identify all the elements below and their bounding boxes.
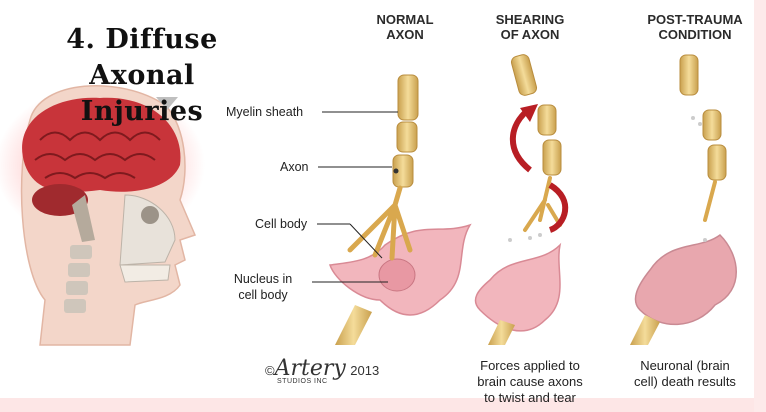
bottom-border — [0, 398, 766, 412]
heading-line2: OF AXON — [500, 27, 560, 42]
caption-shearing: Forces applied to brain cause axons to t… — [460, 358, 600, 406]
heading-line1: NORMAL — [376, 12, 434, 27]
title-line2: Injuries — [80, 96, 204, 127]
leader-lines — [312, 111, 398, 283]
column-heading-shearing: SHEARING OF AXON — [480, 12, 580, 42]
head-illustration — [0, 84, 205, 346]
label-nucleus: Nucleus in cell body — [218, 271, 308, 303]
normal-axon-illustration — [329, 74, 472, 345]
heading-line1: POST-TRAUMA — [647, 12, 743, 27]
label-axon: Axon — [280, 160, 309, 174]
caption-line: cell) death results — [634, 374, 736, 389]
artery-logo: Artery — [274, 356, 346, 381]
copyright-symbol: © — [265, 363, 275, 378]
credit-year: 2013 — [350, 363, 380, 378]
artery-credit: ©Artery 2013 STUDIOS INC — [265, 356, 380, 385]
heading-line1: SHEARING — [495, 12, 565, 27]
decorative-triangle — [156, 97, 178, 110]
heading-line2: CONDITION — [658, 27, 732, 42]
nucleus-line1: Nucleus in — [233, 272, 293, 286]
label-myelin-sheath: Myelin sheath — [226, 105, 304, 119]
page-title: 4. Diffuse Axonal Injuries — [22, 22, 262, 130]
studios-text: STUDIOS INC — [277, 378, 328, 385]
post-trauma-illustration — [630, 54, 737, 345]
heading-line2: AXON — [386, 27, 424, 42]
column-heading-normal: NORMAL AXON — [360, 12, 450, 42]
right-border — [754, 0, 766, 412]
caption-line: to twist and tear — [484, 390, 576, 405]
label-cell-body: Cell body — [255, 217, 308, 231]
shearing-axon-illustration — [474, 54, 569, 345]
nucleus-line2: cell body — [238, 288, 288, 302]
caption-post-trauma: Neuronal (brain cell) death results — [615, 358, 755, 390]
title-line1: 4. Diffuse Axonal — [66, 24, 218, 91]
caption-line: Neuronal (brain — [640, 358, 730, 373]
caption-line: Forces applied to — [480, 358, 580, 373]
caption-line: brain cause axons — [477, 374, 583, 389]
column-heading-post-trauma: POST-TRAUMA CONDITION — [635, 12, 755, 42]
